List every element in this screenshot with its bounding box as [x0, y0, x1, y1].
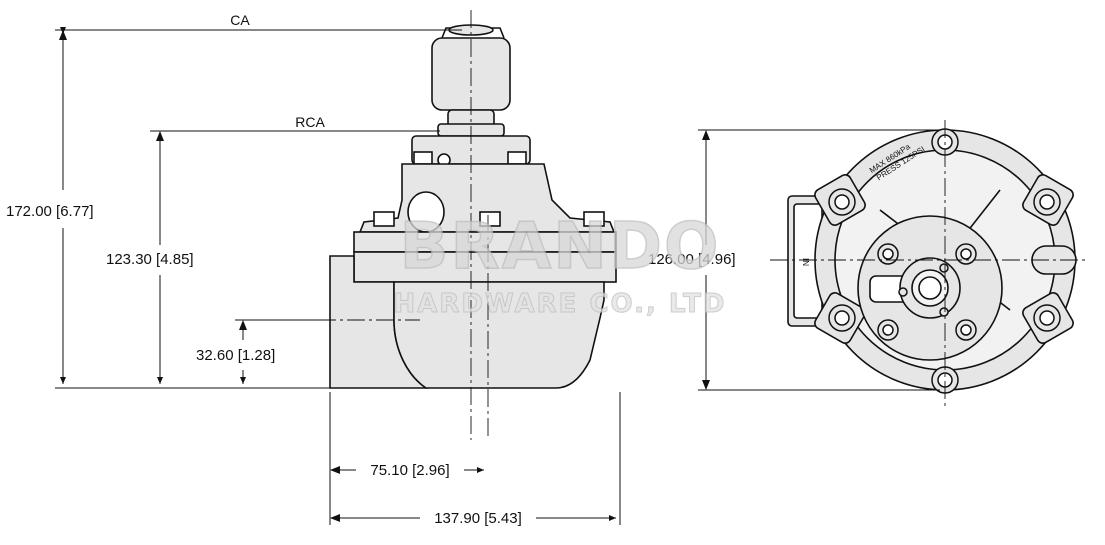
- side-view: [329, 24, 617, 389]
- side-dimensions: [55, 27, 621, 525]
- bolt-bottom: [931, 366, 959, 394]
- pilot-bore-inner: [918, 276, 942, 300]
- pilot-screw-left: [413, 151, 433, 165]
- bolt-upper-left: [828, 188, 856, 216]
- watermark: BRANDO HARDWARE CO., LTD: [393, 209, 727, 319]
- dim-overall-length: 137.90 [5.43]: [434, 510, 522, 527]
- cover-bolt-2: [955, 243, 977, 265]
- cover-bolt-1: [877, 243, 899, 265]
- cover-screw-1: [898, 287, 908, 297]
- cover-bolt-3: [877, 319, 899, 341]
- inlet-marking: IN: [801, 258, 810, 266]
- pilot-screw-right: [507, 151, 527, 165]
- top-dimension: [698, 129, 940, 391]
- cover-screw-2: [939, 263, 949, 273]
- cover-bolt-4: [955, 319, 977, 341]
- bolt-upper-right: [1033, 188, 1061, 216]
- bolt-lower-left: [828, 304, 856, 332]
- dim-overall-height: 172.00 [6.77]: [6, 203, 94, 220]
- dim-diameter: 126.00 [4.96]: [648, 251, 736, 268]
- flange-bolt-1: [373, 211, 395, 227]
- label-ca: CA: [230, 12, 250, 28]
- flange-bolt-2: [479, 211, 501, 227]
- side-dimension-arrowheads: [59, 30, 340, 522]
- cover-screw-3: [939, 307, 949, 317]
- top-centerlines: [770, 120, 1085, 410]
- lower-bowl: [393, 281, 605, 389]
- side-centerlines: [318, 10, 489, 440]
- svg-text:HARDWARE CO., LTD: HARDWARE CO., LTD: [394, 289, 727, 319]
- dim-port-offset: 75.10 [2.96]: [370, 462, 449, 479]
- dim-port-height: 32.60 [1.28]: [196, 347, 275, 364]
- top-view-bolts: [828, 128, 1061, 394]
- flange-bolt-3: [583, 211, 605, 227]
- label-rca: RCA: [295, 114, 325, 130]
- bolt-lower-right: [1033, 304, 1061, 332]
- svg-text:BRANDO: BRANDO: [400, 210, 721, 284]
- dim-rca-height: 123.30 [4.85]: [106, 251, 194, 268]
- top-dimension-arrowheads: [702, 130, 710, 390]
